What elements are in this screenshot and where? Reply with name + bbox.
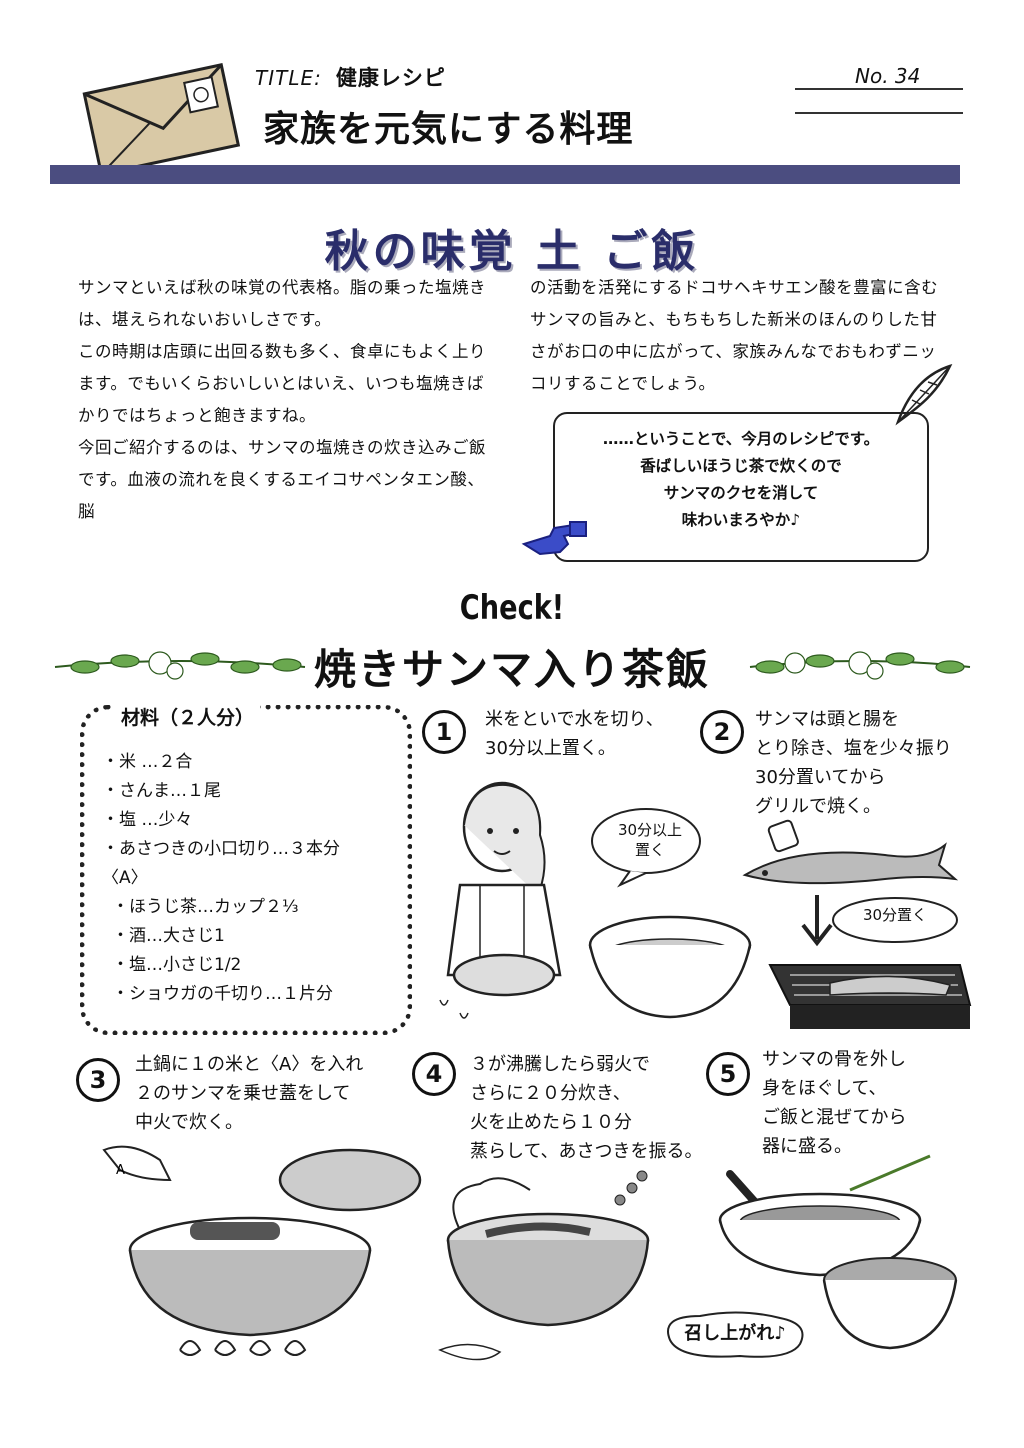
intro-paragraph: サンマといえば秋の味覚の代表格。脂の乗った塩焼きは、堪えられないおいしさです。 xyxy=(78,278,486,329)
callout-line: サンマのクセを消して xyxy=(663,484,819,502)
intro-paragraph: この時期は店頭に出回る数も多く、食卓にもよく上ります。でもいくらおいしいとはいえ… xyxy=(78,342,486,425)
ingredient-item: ・酒…大さじ1 xyxy=(112,926,225,946)
page-heading: 秋の味覚 土 ご飯 xyxy=(324,226,700,277)
measure-cup-label: A xyxy=(116,1163,125,1178)
callout-line: 味わいまろやか♪ xyxy=(681,511,801,529)
woman-washing-rice-illustration xyxy=(439,781,562,1019)
finished-dish-illustration xyxy=(718,1154,958,1350)
leaf-garland-left xyxy=(54,651,306,680)
bubble-text: 30分置く xyxy=(862,906,928,924)
step-2-number: 2 xyxy=(700,710,744,754)
step-4-number: 4 xyxy=(412,1052,456,1096)
callout-line: ……ということで、今月のレシピです。 xyxy=(602,430,880,448)
ingredient-item: ・さんま…１尾 xyxy=(102,781,221,801)
main-title: 家族を元気にする料理 xyxy=(263,109,634,150)
rice-bowl-illustration xyxy=(588,915,752,1019)
envelope-icon xyxy=(82,63,241,176)
ingredient-item: ・あさつきの小口切り…３本分 xyxy=(102,839,340,859)
ingredient-item: ・ショウガの千切り…１片分 xyxy=(112,984,333,1004)
step-1-text: 米をといで水を切り、 30分以上置く。 xyxy=(485,709,664,759)
callout-line: 香ばしいほうじ茶で炊くので xyxy=(640,457,842,475)
step-3-text: 土鍋に１の米と〈A〉を入れ ２のサンマを乗せ蓋をして 中火で炊く。 xyxy=(135,1054,364,1133)
pointing-hand-icon xyxy=(521,521,587,556)
intro-paragraph: 今回ご紹介するのは、サンマの塩焼きの炊き込みご飯です。血液の流れを良くするエイコ… xyxy=(78,438,486,521)
step-5-number: 5 xyxy=(706,1052,750,1096)
step-4-text: ３が沸騰したら弱火で さらに２０分炊き、 火を止めたら１０分 蒸らして、あさつき… xyxy=(470,1054,703,1162)
check-label: Check! xyxy=(459,588,565,628)
quill-icon xyxy=(895,363,953,426)
title-label: TITLE:健康レシピ xyxy=(255,66,446,90)
down-arrow-icon xyxy=(801,895,833,947)
bubble-text: 召し上がれ♪ xyxy=(684,1323,786,1344)
ingredients-list: ・米 …２合 ・さんま…１尾 ・塩 …少々 ・あさつきの小口切り…３本分 〈A〉… xyxy=(102,748,340,1009)
steaming-pot-illustration xyxy=(438,1170,650,1361)
ingredients-title: 材料（２人分） xyxy=(115,703,261,730)
header-bar xyxy=(50,165,960,184)
step-5-text: サンマの骨を外し 身をほぐして、 ご飯と混ぜてから 器に盛る。 xyxy=(762,1049,907,1157)
issue-number: No. 34 xyxy=(855,64,921,88)
step-2-text: サンマは頭と腸を とり除き、塩を少々振り 30分置いてから グリルで焼く。 xyxy=(755,709,952,817)
clay-pot-on-stove-illustration: A xyxy=(102,1145,422,1356)
salted-fish-illustration xyxy=(742,819,959,885)
grill-illustration xyxy=(768,964,972,1029)
intro-paragraph: の活動を活発にするドコサヘキサエン酸を豊富に含むサンマの旨みと、もちもちした新米… xyxy=(530,278,939,393)
step-3-number: 3 xyxy=(76,1058,120,1102)
speech-bubble xyxy=(832,897,958,943)
speech-bubble xyxy=(667,1311,804,1358)
callout-box xyxy=(553,412,929,562)
ingredient-item: ・ほうじ茶…カップ２⅓ xyxy=(112,897,299,917)
issue-blank-line xyxy=(795,112,963,114)
bubble-text: 30分以上 置く xyxy=(617,821,683,859)
issue-underline xyxy=(795,88,963,90)
ingredient-item: ・塩 …少々 xyxy=(102,810,193,830)
callout-text: ……ということで、今月のレシピです。 香ばしいほうじ茶で炊くので サンマのクセを… xyxy=(553,426,929,534)
intro-right-column: の活動を活発にするドコサヘキサエン酸を豊富に含むサンマの旨みと、もちもちした新米… xyxy=(530,272,950,400)
ingredient-group-label: 〈A〉 xyxy=(102,868,148,888)
leaf-garland-right xyxy=(749,651,971,680)
step-1-number: 1 xyxy=(422,710,466,754)
speech-bubble xyxy=(591,808,701,888)
intro-left-column: サンマといえば秋の味覚の代表格。脂の乗った塩焼きは、堪えられないおいしさです。 … xyxy=(78,272,498,528)
ingredient-item: ・米 …２合 xyxy=(102,752,193,772)
title-value: 健康レシピ xyxy=(335,66,446,90)
recipe-title: 焼きサンマ入り茶飯 xyxy=(313,645,710,694)
ingredient-item: ・塩…小さじ1/2 xyxy=(112,955,242,975)
